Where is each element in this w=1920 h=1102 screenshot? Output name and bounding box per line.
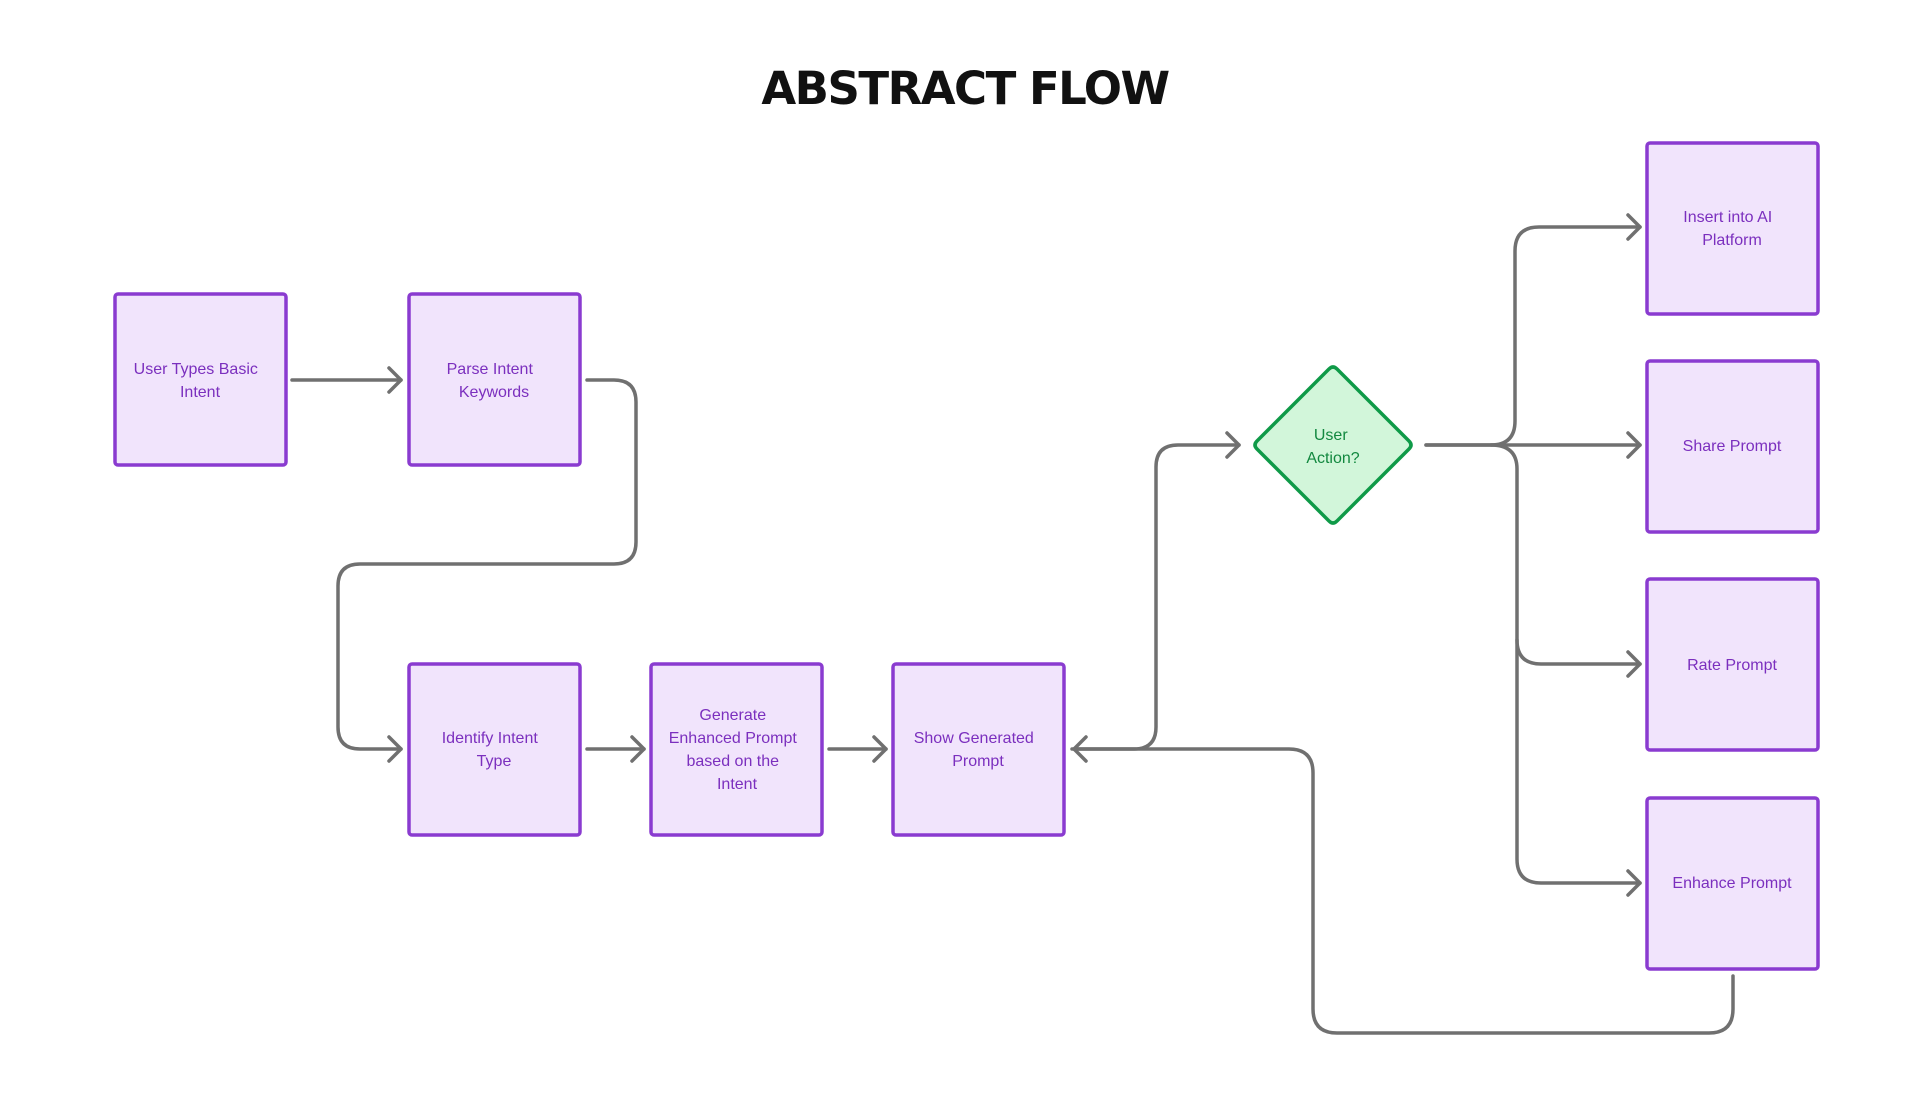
node-box	[1645, 577, 1820, 752]
arrowhead-show	[872, 735, 888, 763]
node-label: Enhance Prompt	[1672, 875, 1792, 892]
node-label: User Types Basic Intent	[134, 361, 263, 401]
page-title: ABSTRACT FLOW	[761, 62, 1170, 115]
connector-decision-to-insert	[1424, 225, 1642, 447]
node-label: Insert into AI Platform	[1683, 209, 1776, 249]
node-box	[1645, 141, 1820, 316]
node-box	[649, 662, 824, 837]
node-user-action-decision: User Action?	[1253, 365, 1413, 525]
node-label: Identify Intent Type	[442, 730, 543, 770]
node-label: Show Generated Prompt	[914, 730, 1039, 770]
node-box	[113, 292, 288, 467]
node-share-prompt: Share Prompt	[1645, 359, 1820, 534]
arrowhead-identify	[387, 735, 403, 763]
decision-diamond	[1253, 365, 1413, 525]
arrowhead-parse	[387, 366, 403, 394]
node-box	[891, 662, 1066, 837]
connector-parse-to-identify	[336, 378, 638, 751]
node-label: Rate Prompt	[1687, 657, 1777, 674]
node-identify-intent-type: Identify Intent Type	[407, 662, 582, 837]
node-generate-enhanced-prompt: Generate Enhanced Prompt based on the In…	[649, 662, 824, 837]
arrowhead-insert	[1626, 213, 1642, 241]
arrowhead-decision	[1225, 431, 1241, 459]
connector-show-to-decision	[1070, 443, 1241, 751]
connector-decision-to-enhance	[1515, 638, 1642, 885]
node-enhance-prompt: Enhance Prompt	[1645, 796, 1820, 971]
decision-label: User Action?	[1306, 427, 1359, 467]
connector-decision-to-rate	[1489, 443, 1642, 666]
node-label: Share Prompt	[1683, 438, 1782, 455]
node-user-types-basic-intent: User Types Basic Intent	[113, 292, 288, 467]
node-label: Parse Intent Keywords	[447, 361, 538, 401]
connector-enhance-to-show	[1072, 747, 1735, 1035]
node-parse-intent-keywords: Parse Intent Keywords	[407, 292, 582, 467]
arrowhead-show-return	[1072, 735, 1088, 763]
connectors	[290, 213, 1735, 1035]
node-label: Generate Enhanced Prompt based on the In…	[669, 707, 802, 793]
node-box	[407, 292, 582, 467]
arrowhead-share	[1626, 431, 1642, 459]
node-box	[1645, 359, 1820, 534]
node-insert-into-ai-platform: Insert into AI Platform	[1645, 141, 1820, 316]
node-rate-prompt: Rate Prompt	[1645, 577, 1820, 752]
arrowhead-enhance	[1626, 869, 1642, 897]
arrowhead-rate	[1626, 650, 1642, 678]
node-show-generated-prompt: Show Generated Prompt	[891, 662, 1066, 837]
node-box	[1645, 796, 1820, 971]
arrowhead-generate	[630, 735, 646, 763]
node-box	[407, 662, 582, 837]
